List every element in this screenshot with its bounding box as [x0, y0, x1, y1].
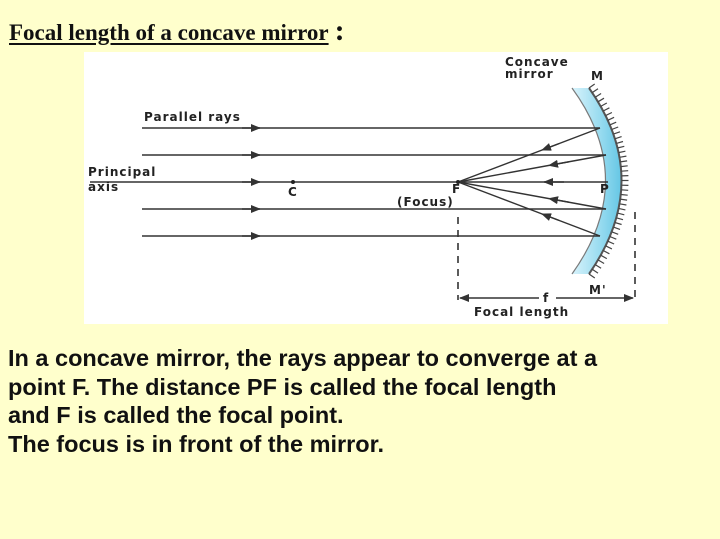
pole-label: P [600, 182, 610, 196]
reflected-ray-4 [457, 181, 607, 210]
focus-word-label: (Focus) [397, 195, 454, 209]
center-point [291, 180, 295, 184]
mirror-hatch-mark [607, 240, 615, 245]
mirror-hatch-mark [588, 273, 596, 279]
mirror-hatch-mark [597, 259, 605, 265]
mirror-hatch-mark [594, 264, 602, 269]
mirror-hatch-mark [611, 126, 619, 131]
axis-label: axis [88, 180, 119, 194]
mirror-hatch-mark [616, 140, 624, 144]
center-label: C [288, 185, 298, 199]
title-colon: : [334, 14, 345, 47]
mirror-hatch-mark [614, 136, 622, 140]
mirror-hatch-mark [620, 193, 628, 196]
mirror-hatch-mark [609, 121, 617, 126]
explanation-line-3: and F is called the focal point. [8, 402, 344, 428]
mirror-hatch-mark [619, 203, 627, 206]
mirror-hatch-mark [616, 217, 624, 221]
reflected-ray-5 [457, 181, 601, 237]
mirror-hatch-mark [611, 231, 619, 235]
focus-point [456, 180, 460, 184]
mirror-bottom-letter: M' [589, 283, 607, 297]
mirror-hatch-mark [618, 150, 626, 154]
mirror-hatch-mark [614, 221, 622, 226]
mirror-front-edge [571, 87, 606, 275]
mirror-hatch-mark [620, 160, 628, 163]
reflected-ray-2 [457, 154, 607, 183]
mirror-hatch-mark [617, 212, 625, 216]
explanation-line-2: point F. The distance PF is called the f… [8, 373, 557, 400]
mirror-hatch-mark [588, 83, 596, 89]
mirror-hatch-mark [620, 165, 628, 168]
reflected-ray-1 [457, 127, 601, 183]
mirror-hatch-mark [613, 226, 621, 230]
mirror-hatch-mark [605, 245, 613, 250]
mirror-top-letter: M [591, 69, 604, 83]
explanation-line-4: The focus is in front of the mirror. [8, 430, 385, 457]
mirror-hatch-mark [597, 97, 605, 103]
mirror-hatch-mark [613, 131, 621, 135]
mirror-hatching [588, 83, 629, 279]
mirror-hatch-mark [594, 92, 602, 98]
focus-letter-label: F [452, 182, 461, 196]
page-title: Focal length of a concave mirror: [9, 14, 345, 48]
principal-label: Principal [88, 165, 156, 179]
reflected-arrow-2 [548, 159, 570, 168]
mirror-hatch-mark [591, 268, 599, 274]
reflected-arrow-4 [548, 196, 570, 205]
mirror-hatch-mark [602, 107, 610, 112]
reflected-arrow-1 [541, 142, 560, 151]
mirror-hatch-mark [621, 189, 629, 191]
reflected-arrow-5 [541, 213, 560, 222]
explanation-text: In a concave mirror, the rays appear to … [8, 344, 713, 458]
explanation-line-1: In a concave mirror, the rays appear to … [8, 345, 598, 371]
parallel-rays-label: Parallel rays [144, 110, 241, 124]
mirror-hatch-mark [618, 207, 626, 211]
diagram-svg: Concave mirror M Parallel rays Principal… [88, 55, 636, 319]
mirror-hatch-mark [605, 111, 613, 117]
mirror-hatch-mark [617, 145, 625, 149]
mirror-hatch-mark [591, 88, 599, 94]
mirror-hatch-mark [609, 235, 617, 240]
mirror-hatch-mark [619, 155, 627, 158]
focal-length-label: Focal length [474, 305, 569, 319]
mirror-hatch-mark [620, 198, 628, 201]
title-text: Focal length of a concave mirror [9, 20, 329, 45]
mirror-back-arc [588, 87, 623, 275]
mirror-hatch-mark [602, 249, 610, 255]
mirror-hatch-mark [600, 102, 608, 107]
concave-label: Concave [505, 55, 569, 69]
f-label: f [543, 291, 549, 305]
mirror-surface [572, 88, 622, 274]
concave-mirror-diagram: Concave mirror M Parallel rays Principal… [84, 52, 668, 324]
mirror-label: mirror [505, 67, 554, 81]
mirror-hatch-mark [607, 116, 615, 121]
mirror-hatch-mark [600, 254, 608, 260]
mirror-hatch-mark [621, 170, 629, 172]
